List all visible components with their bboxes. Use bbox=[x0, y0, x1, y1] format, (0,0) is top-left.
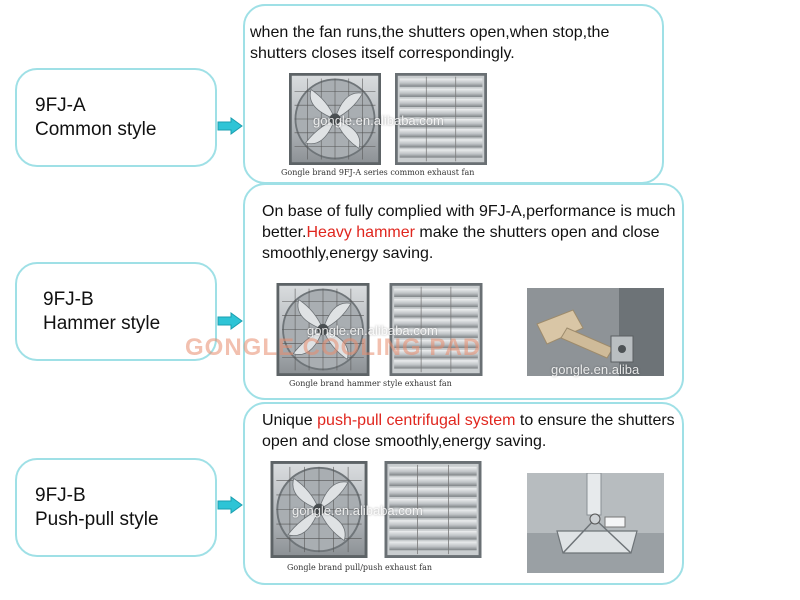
section-3-label-box: 9FJ-B Push-pull style bbox=[15, 458, 217, 557]
section-2-desc-text: On base of fully complied with 9FJ-A,per… bbox=[262, 203, 676, 241]
section-1-description: when the fan runs,the shutters open,when… bbox=[250, 22, 655, 64]
section-2-description: On base of fully complied with 9FJ-A,per… bbox=[262, 201, 677, 264]
section-2-label-box: 9FJ-B Hammer style bbox=[15, 262, 217, 361]
section-2-style: Hammer style bbox=[43, 312, 161, 334]
section-2-model: 9FJ-B bbox=[43, 288, 94, 310]
section-2-caption: Gongle brand hammer style exhaust fan bbox=[289, 379, 452, 388]
hammer-mechanism-icon bbox=[527, 288, 664, 376]
right-arrow-icon bbox=[217, 312, 243, 330]
section-3-caption: Gongle brand pull/push exhaust fan bbox=[287, 563, 433, 572]
section-3-description: Unique push-pull centrifugal system to e… bbox=[262, 410, 677, 452]
section-3-desc-text: Unique bbox=[262, 412, 318, 429]
section-1-caption: Gongle brand 9FJ-A series common exhaust… bbox=[281, 168, 475, 177]
section-3-desc-text-end: to ensure the shutters open and close sm… bbox=[262, 412, 675, 450]
brand-watermark: GONGLE COOLING PAD bbox=[185, 334, 482, 361]
section-1-label-box: 9FJ-A Common style bbox=[15, 68, 217, 167]
section-2-desc-text-end: make the shutters open and close smoothl… bbox=[262, 224, 660, 262]
heavy-hammer-highlight: Heavy hammer bbox=[306, 224, 415, 241]
push-pull-highlight: push-pull centrifugal system bbox=[317, 412, 516, 429]
right-arrow-icon bbox=[217, 117, 243, 135]
section-1-desc-text: when the fan runs,the shutters open,when… bbox=[250, 24, 610, 62]
site-watermark: gongle.en.alibaba.com bbox=[307, 323, 438, 338]
site-watermark-short: gongle.en.aliba bbox=[551, 362, 640, 377]
section-3-model: 9FJ-B bbox=[35, 484, 86, 506]
site-watermark: gongle.en.alibaba.com bbox=[292, 503, 423, 518]
section-1-model: 9FJ-A bbox=[35, 94, 86, 116]
right-arrow-icon bbox=[217, 496, 243, 514]
pushpull-mechanism-icon bbox=[527, 473, 664, 573]
section-1-style: Common style bbox=[35, 118, 157, 140]
section-3-style: Push-pull style bbox=[35, 508, 159, 530]
site-watermark: gongle.en.alibaba.com bbox=[313, 113, 444, 128]
